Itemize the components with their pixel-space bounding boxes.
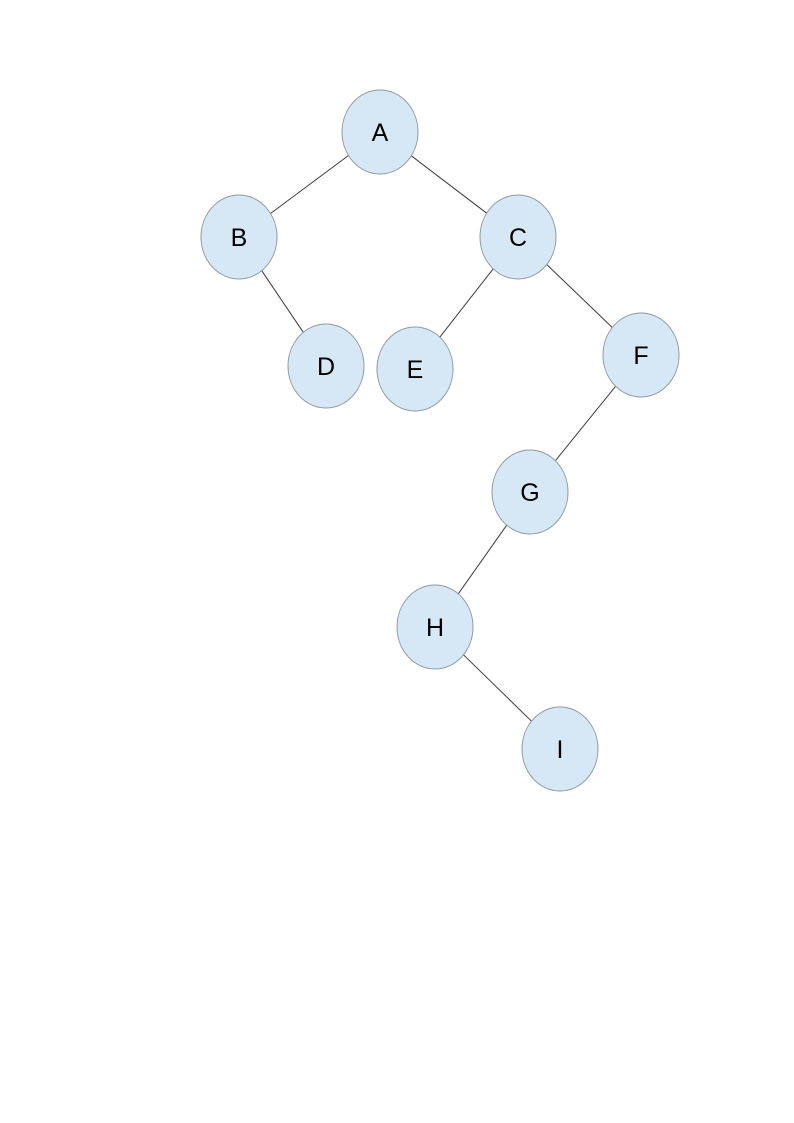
edge-C-F [546, 264, 613, 328]
node-I-label: I [557, 736, 564, 764]
node-F-shape [602, 312, 680, 398]
node-G: G [491, 449, 569, 535]
edge-A-C [410, 155, 488, 214]
node-C: C [479, 194, 557, 280]
node-H-label: H [426, 614, 444, 642]
edge-G-H [457, 524, 508, 595]
node-B-label: B [231, 224, 248, 252]
node-I-shape [521, 706, 599, 792]
node-B: B [200, 194, 278, 280]
node-G-label: G [520, 479, 539, 507]
node-B-shape [200, 194, 278, 280]
node-A: A [341, 89, 419, 175]
node-A-shape [341, 89, 419, 175]
node-A-label: A [372, 119, 389, 147]
edge-C-E [439, 268, 494, 338]
edge-F-G [555, 385, 616, 462]
node-D-label: D [317, 353, 335, 381]
node-D-shape [287, 323, 365, 409]
edge-H-I [463, 654, 532, 722]
node-F-label: F [633, 342, 648, 370]
nodes-layer: A B C D E F G H I [200, 89, 680, 792]
node-C-label: C [509, 224, 527, 252]
node-G-shape [491, 449, 569, 535]
node-H-shape [396, 584, 474, 670]
node-C-shape [479, 194, 557, 280]
node-E-label: E [407, 356, 424, 384]
edges-layer [261, 155, 616, 722]
node-E: E [376, 326, 454, 412]
node-H: H [396, 584, 474, 670]
node-I: I [521, 706, 599, 792]
node-D: D [287, 323, 365, 409]
node-E-shape [376, 326, 454, 412]
edge-B-D [261, 270, 304, 333]
edge-A-B [270, 155, 349, 214]
node-F: F [602, 312, 680, 398]
